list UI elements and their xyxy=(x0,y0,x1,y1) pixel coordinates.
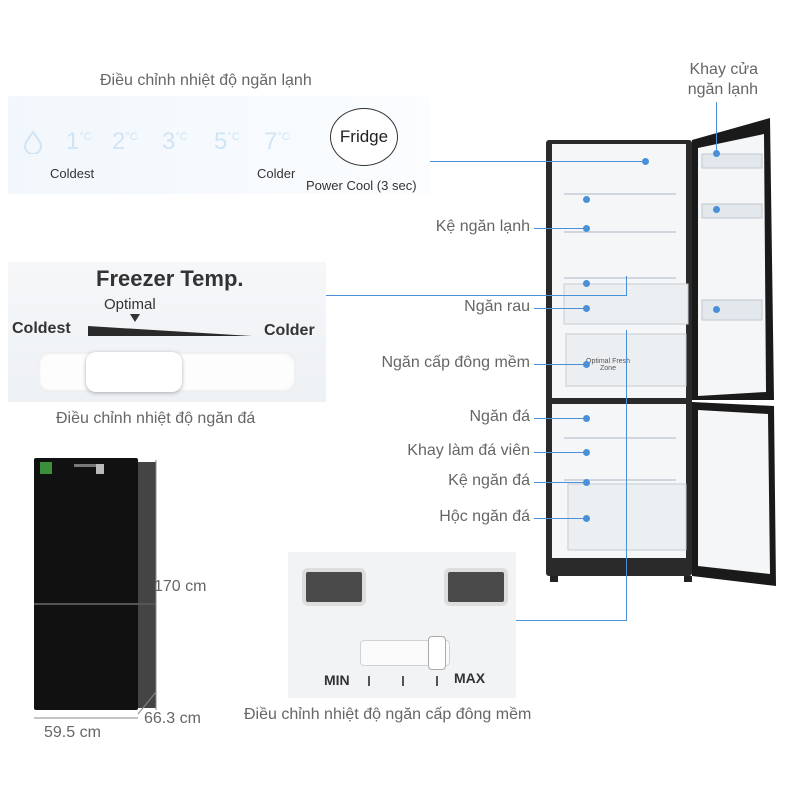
label-freezer: Ngăn đá xyxy=(469,408,531,425)
marker-dot xyxy=(713,206,720,213)
tick-mark xyxy=(436,676,438,686)
label-freezer-drawer: Hộc ngăn đá xyxy=(439,508,530,525)
freezer-control-panel: Freezer Temp. Optimal Coldest Colder xyxy=(8,262,326,402)
temp-wedge-icon xyxy=(88,326,252,336)
fridge-temp-caption: Điều chỉnh nhiệt độ ngăn lạnh xyxy=(100,72,312,89)
small-fridge-body xyxy=(34,458,156,710)
leader-line xyxy=(534,308,584,309)
marker-dot xyxy=(583,361,590,368)
power-cool-label: Power Cool (3 sec) xyxy=(306,178,417,193)
marker-dot xyxy=(583,415,590,422)
fridge-button[interactable]: Fridge xyxy=(330,108,398,166)
fridge-dimension-diagram xyxy=(34,458,157,719)
optimal-marker-icon xyxy=(130,314,140,322)
leader-line xyxy=(534,364,584,365)
marker-dot xyxy=(713,306,720,313)
open-fridge-illustration xyxy=(546,118,776,586)
depth-dimension: 66.3 cm xyxy=(144,710,201,727)
freezer-slider-knob[interactable] xyxy=(86,352,182,392)
marker-dot xyxy=(583,515,590,522)
leader-line xyxy=(534,418,584,419)
optimal-label: Optimal xyxy=(104,296,156,313)
leader-line xyxy=(716,102,717,150)
temp-3: 3°C xyxy=(162,128,188,155)
fresh-zone-caption: Điều chỉnh nhiệt độ ngăn cấp đông mềm xyxy=(244,706,532,723)
dimension-lines xyxy=(34,460,157,719)
colder-label: Colder xyxy=(257,166,296,181)
marker-dot xyxy=(583,305,590,312)
fridge-control-panel: 1°C 2°C 3°C 5°C 7°C Coldest Colder Fridg… xyxy=(8,96,430,194)
left-vent-icon xyxy=(302,568,366,606)
marker-dot xyxy=(583,196,590,203)
marker-dot xyxy=(583,280,590,287)
right-vent-icon xyxy=(444,568,508,606)
leader-line xyxy=(534,482,584,483)
fresh-min-label: MIN xyxy=(324,672,350,688)
temp-2: 2°C xyxy=(112,128,138,155)
freezer-coldest-label: Coldest xyxy=(12,320,71,337)
leader-line xyxy=(626,330,627,620)
label-door-tray: Khay cửa ngăn lạnh xyxy=(687,61,758,98)
marker-dot xyxy=(642,158,649,165)
leader-line xyxy=(626,276,627,296)
fresh-max-label: MAX xyxy=(454,670,486,686)
label-ice-tray: Khay làm đá viên xyxy=(407,442,530,459)
marker-dot xyxy=(583,225,590,232)
marker-dot xyxy=(713,150,720,157)
freezer-colder-label: Colder xyxy=(264,322,315,339)
leader-line xyxy=(534,228,584,229)
width-dimension: 59.5 cm xyxy=(44,724,101,741)
label-veg-drawer: Ngăn rau xyxy=(464,298,530,315)
leader-line xyxy=(534,452,584,453)
leader-line xyxy=(534,518,584,519)
leader-line xyxy=(516,620,627,621)
water-drop-icon xyxy=(23,130,43,154)
freezer-temp-caption: Điều chỉnh nhiệt độ ngăn đá xyxy=(56,410,256,427)
tick-mark xyxy=(402,676,404,686)
tick-mark xyxy=(368,676,370,686)
leader-line xyxy=(430,161,644,162)
label-soft-freeze: Ngăn cấp đông mềm xyxy=(381,354,530,371)
label-freezer-shelf: Kệ ngăn đá xyxy=(448,472,530,489)
leader-line xyxy=(326,295,626,296)
label-fridge-shelf: Kệ ngăn lạnh xyxy=(435,218,530,235)
temp-7: 7°C xyxy=(264,128,290,155)
marker-dot xyxy=(583,449,590,456)
freezer-temp-title: Freezer Temp. xyxy=(96,266,244,291)
temp-1: 1°C xyxy=(66,128,92,155)
fresh-zone-control-panel: MIN MAX xyxy=(288,552,516,698)
temp-5: 5°C xyxy=(214,128,240,155)
fresh-zone-text: Optimal Fresh Zone xyxy=(586,358,630,372)
coldest-label: Coldest xyxy=(50,166,95,181)
fresh-zone-slider-knob[interactable] xyxy=(428,636,446,670)
marker-dot xyxy=(583,479,590,486)
height-dimension: 170 cm xyxy=(154,578,207,595)
